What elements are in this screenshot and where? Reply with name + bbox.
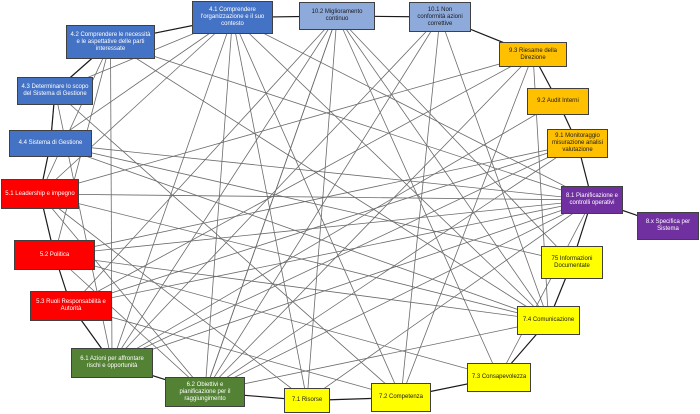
connector-n41-n62	[204, 17, 233, 393]
connector-n43-n72	[54, 90, 402, 398]
connector-n41-n44	[50, 17, 233, 144]
connector-n91-n61	[111, 143, 578, 364]
connector-n52-n91	[54, 143, 578, 256]
node-label: 7.4 Comunicazione	[522, 317, 575, 323]
connector-n74-n101	[439, 16, 549, 321]
node-label: 7.3 Consapevolezza	[471, 374, 527, 380]
node-10-2-improvement[interactable]: 10.2 Miglioramento continuo	[299, 2, 375, 30]
node-5-1-leadership[interactable]: 5.1 Leadership e impegno	[1, 179, 79, 209]
node-label: 10.1 Non conformità azioni correttive	[417, 6, 463, 27]
node-4-4-management-system[interactable]: 4.4 Sistema di Gestione	[9, 130, 92, 157]
connector-n52-n62	[54, 254, 206, 393]
node-label: 75 Informazioni Documentate	[551, 255, 593, 269]
node-label: 10.2 Miglioramento continuo	[311, 9, 363, 22]
connector-n72-n93	[400, 54, 534, 398]
connector-n41-n72	[232, 17, 402, 398]
connector-n61-n81	[111, 199, 593, 364]
node-label: 9.2 Audit Interni	[537, 98, 579, 104]
node-7-5-documented-info[interactable]: 75 Informazioni Documentate	[541, 246, 603, 279]
connector-n52-n81	[54, 199, 593, 256]
node-label: 4.4 Sistema di Gestione	[18, 140, 83, 146]
connector-n41-n81	[232, 17, 593, 201]
node-label: 5.1 Leadership e impegno	[5, 190, 75, 197]
node-label: 9.1 Monitoraggio misurazione analisi val…	[551, 133, 604, 153]
node-7-2-competence[interactable]: 7.2 Competenza	[371, 383, 431, 412]
node-label: 4.1 Comprendere l'organizzazione e il su…	[200, 7, 265, 27]
connector-n62-n81	[204, 199, 593, 393]
connector-n41-n61	[111, 17, 233, 364]
connector-n41-n51	[39, 17, 233, 195]
connector-n53-n72	[70, 305, 402, 398]
connector-n62-n74	[204, 320, 549, 393]
connector-n74-n102	[336, 15, 549, 321]
node-label: 7.2 Competenza	[378, 394, 424, 400]
node-9-2-internal-audit[interactable]: 9.2 Audit Interni	[527, 88, 589, 115]
connector-n51-n81	[39, 193, 593, 201]
node-7-4-communication[interactable]: 7.4 Comunicazione	[517, 306, 580, 335]
node-4-3-scope[interactable]: 4.3 Determinare lo scopo del Sistema di …	[17, 77, 93, 105]
node-7-1-resources[interactable]: 7.1 Risorse	[284, 388, 330, 413]
connector-n42-n81	[110, 41, 593, 201]
node-4-1-context[interactable]: 4.1 Comprendere l'organizzazione e il su…	[192, 1, 273, 34]
node-5-3-roles[interactable]: 5.3 Ruoli Responsabilità e Autorità	[30, 291, 112, 321]
connector-n101-n62	[204, 16, 441, 393]
connector-n62-n91	[204, 143, 578, 393]
connector-n52-n74	[54, 254, 549, 321]
connector-n42-n74	[110, 41, 549, 321]
node-label: 6.1 Azioni per affrontare rischi e oppor…	[80, 356, 144, 369]
connector-n44-n75	[50, 143, 573, 263]
connector-n72-n101	[400, 16, 441, 398]
connector-n75-n102	[336, 15, 573, 263]
node-label: 4.3 Determinare lo scopo del Sistema di …	[21, 84, 89, 97]
node-8-1-operational-control[interactable]: 8.1 Pianificazione e controlli operativi	[561, 186, 623, 214]
node-label: 5.3 Ruoli Responsabilità e Autorità	[36, 299, 106, 312]
node-6-1-risks[interactable]: 6.1 Azioni per affrontare rischi e oppor…	[71, 348, 153, 378]
connector-n61-n102	[111, 15, 338, 364]
node-7-3-awareness[interactable]: 7.3 Consapevolezza	[467, 363, 531, 392]
node-10-1-nonconformity[interactable]: 10.1 Non conformità azioni correttive	[409, 2, 471, 32]
connector-n44-n81	[50, 143, 593, 201]
connector-n44-n74	[50, 143, 549, 321]
node-label: 9.3 Riesame della Direzione	[508, 47, 558, 61]
connector-n53-n81	[70, 199, 593, 307]
connector-n73-n102	[336, 15, 500, 378]
connector-n52-n73	[54, 254, 500, 378]
connector-n73-n81	[498, 199, 593, 378]
connector-n51-n62	[39, 193, 206, 393]
connector-n51-n93	[39, 54, 534, 195]
connector-n53-n93	[70, 54, 534, 307]
connector-n62-n93	[204, 54, 534, 393]
node-8-x-system-specific[interactable]: 8.x Specifica per Sistema	[637, 212, 699, 240]
node-label: 4.2 Comprendere le necessità e le aspett…	[70, 31, 151, 52]
node-9-3-management-review[interactable]: 9.3 Riesame della Direzione	[499, 42, 567, 67]
connector-n41-n74	[232, 17, 549, 321]
connector-n61-n92	[111, 101, 559, 364]
node-9-1-monitoring[interactable]: 9.1 Monitoraggio misurazione analisi val…	[547, 129, 608, 158]
connector-n53-n91	[70, 143, 578, 307]
connector-n71-n81	[306, 199, 593, 401]
connector-n53-n102	[70, 15, 338, 307]
node-label: 8.1 Pianificazione e controlli operativi	[565, 193, 619, 206]
node-6-2-objectives[interactable]: 6.2 Obiettivi e pianificazione per il ra…	[165, 377, 245, 407]
connector-n51-n71	[39, 193, 308, 401]
connector-n102-n62	[204, 15, 338, 393]
connector-n71-n102	[306, 15, 338, 401]
node-label: 8.x Specifica per Sistema	[645, 219, 691, 232]
node-label: 6.2 Obiettivi e pianificazione per il ra…	[179, 381, 231, 402]
node-5-2-policy[interactable]: 5.2 Politica	[14, 240, 95, 270]
node-label: 5.2 Politica	[39, 251, 70, 258]
node-label: 7.1 Risorse	[291, 397, 323, 403]
connector-n42-n51	[39, 41, 111, 195]
node-4-2-interested-parties[interactable]: 4.2 Comprendere le necessità e le aspett…	[66, 25, 155, 59]
